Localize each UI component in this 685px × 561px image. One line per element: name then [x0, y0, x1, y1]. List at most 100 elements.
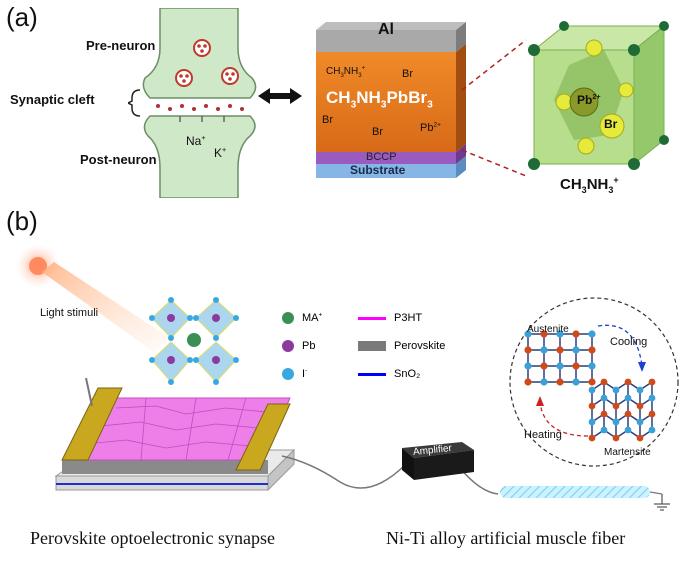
lattice-atom	[524, 346, 532, 354]
panel-b-label: (b)	[6, 206, 38, 236]
lattice-atom	[648, 394, 656, 402]
perovskite-layer	[316, 52, 456, 152]
amplifier-box	[402, 442, 474, 480]
substrate-label: Substrate	[350, 163, 406, 177]
synapse-device	[54, 378, 296, 492]
perovskite-lattice	[149, 297, 239, 385]
panel-a-label: (a)	[6, 2, 38, 32]
legend-label: P3HT	[394, 312, 423, 324]
perovskite-formula: CH3NH3PbBr3	[326, 88, 433, 111]
al-layer	[316, 30, 456, 52]
vesicle	[221, 67, 239, 85]
lattice-atom	[572, 378, 580, 386]
lattice-atom	[636, 434, 644, 442]
lattice-atom	[612, 402, 620, 410]
lattice-atom	[588, 402, 596, 410]
lattice-atom	[588, 434, 596, 442]
lattice-atom	[540, 330, 548, 338]
lattice-atom	[624, 426, 632, 434]
legend-swatch	[282, 340, 294, 352]
phase-transformation-diagram	[509, 297, 679, 467]
legend-item: Perovskite	[358, 340, 445, 352]
br-ion-label-3: Br	[372, 126, 383, 138]
lattice-atom	[600, 378, 608, 386]
lattice-atom	[556, 330, 564, 338]
lattice-atom	[540, 362, 548, 370]
pb-ion-label: Pb2+	[420, 121, 441, 134]
legend-label: Pb	[302, 340, 316, 352]
lattice-atom	[588, 418, 596, 426]
legend-label: I-	[302, 367, 308, 380]
ch3nh3-ion-label: CH3NH3+	[326, 65, 366, 79]
legend-swatch	[282, 312, 294, 324]
legend-label: MA+	[302, 311, 323, 324]
lattice-atom	[524, 330, 532, 338]
lattice-atom	[600, 394, 608, 402]
caption-left: Perovskite optoelectronic synapse	[30, 528, 275, 548]
zoom-connectors	[461, 39, 527, 177]
lattice-atom	[612, 434, 620, 442]
lattice-atom	[648, 410, 656, 418]
double-arrow-icon	[258, 88, 302, 104]
lattice-atom	[588, 378, 596, 386]
br-ion-label-2: Br	[322, 114, 333, 126]
legend-item: SnO₂	[358, 368, 420, 380]
lattice-atom	[540, 346, 548, 354]
lattice-atom	[612, 386, 620, 394]
k-ion-label: K+	[214, 145, 227, 160]
lattice-atom	[556, 362, 564, 370]
cooling-label: Cooling	[610, 336, 648, 348]
lattice-atom	[524, 378, 532, 386]
legend-swatch	[282, 368, 294, 380]
legend-swatch	[358, 372, 386, 376]
bccp-label: BCCP	[366, 151, 397, 163]
lattice-atom	[588, 330, 596, 338]
lattice-atom	[636, 402, 644, 410]
post-neuron-shape	[143, 115, 256, 198]
lattice-atom	[600, 426, 608, 434]
legend-label: SnO₂	[394, 368, 421, 380]
neurotransmitters	[156, 104, 244, 111]
perovskite-crystal	[528, 21, 669, 170]
cleft-bracket	[128, 89, 141, 117]
substrate-layer	[316, 164, 456, 178]
lattice-atom	[588, 386, 596, 394]
device-stack	[316, 22, 466, 178]
lattice-atom	[572, 362, 580, 370]
pre-neuron-label: Pre-neuron	[86, 38, 156, 53]
legend-swatch	[358, 316, 386, 320]
legend-item: P3HT	[358, 312, 422, 324]
lattice-atom	[648, 378, 656, 386]
synapse-diagram	[142, 8, 257, 198]
lattice-atom	[540, 378, 548, 386]
post-neuron-label: Post-neuron	[80, 152, 157, 167]
lattice-atom	[588, 362, 596, 370]
heating-label: Heating	[524, 429, 562, 441]
br-ion-label-1: Br	[402, 68, 413, 80]
muscle-fiber	[500, 486, 670, 511]
light-source	[16, 244, 170, 352]
lattice-atom	[612, 418, 620, 426]
legend-swatch	[358, 341, 386, 351]
vesicle	[175, 69, 193, 87]
lattice-atom	[636, 418, 644, 426]
lattice-atom	[600, 410, 608, 418]
martensite-label: Martensite	[604, 447, 651, 458]
lattice-atom	[624, 378, 632, 386]
lattice-atom	[524, 362, 532, 370]
lattice-atom	[572, 330, 580, 338]
lattice-atom	[572, 346, 580, 354]
legend-item: Pb	[282, 340, 315, 352]
lattice-atom	[588, 346, 596, 354]
lattice-atom	[624, 410, 632, 418]
ch3nh3-crystal-label: CH3NH3+	[560, 175, 619, 195]
na-ion-label: Na+	[186, 133, 206, 148]
lattice-atom	[556, 378, 564, 386]
legend-item: MA+	[282, 312, 322, 324]
synaptic-cleft-label: Synaptic cleft	[10, 92, 95, 107]
a-site-atoms	[528, 21, 669, 170]
lattice-atom	[636, 386, 644, 394]
legend-item: I-	[282, 368, 307, 380]
